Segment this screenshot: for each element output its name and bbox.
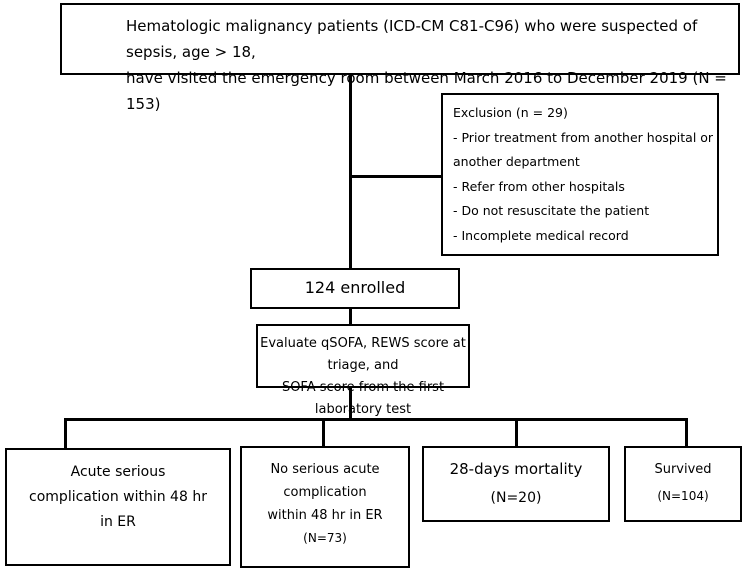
connector-to-exclusion: [350, 175, 441, 178]
outcome-line: within 48 hr in ER: [267, 508, 383, 523]
evaluate-line-2: SOFA score from the first laboratory tes…: [281, 380, 445, 417]
branch-drop-2: [322, 418, 325, 446]
branch-horizontal-line: [64, 418, 687, 421]
outcome-box-survived: Survived (N=104): [624, 446, 742, 522]
enrolled-box: 124 enrolled: [250, 268, 460, 309]
outcome-count: (N=20): [490, 490, 542, 506]
source-line-2: have visited the emergency room between …: [126, 69, 727, 113]
evaluate-line-1: Evaluate qSOFA, REWS score at triage, an…: [260, 336, 466, 373]
exclusion-title: Exclusion (n = 29): [453, 105, 568, 120]
exclusion-item: - Incomplete medical record: [453, 227, 629, 243]
outcome-count: (N=104): [657, 489, 709, 503]
exclusion-item: - Prior treatment from another hospital …: [453, 129, 714, 145]
outcome-line: Survived: [654, 462, 712, 477]
evaluate-box: Evaluate qSOFA, REWS score at triage, an…: [256, 324, 470, 417]
enrolled-label: 124 enrolled: [304, 278, 406, 297]
branch-drop-3: [515, 418, 518, 446]
outcome-line: Acute serious: [70, 464, 166, 480]
outcome-box-acute-complication: Acute serious complication within 48 hr …: [5, 448, 231, 566]
outcome-line: complication: [283, 485, 367, 500]
connector-source-to-enrolled: [349, 75, 352, 268]
outcome-box-mortality: 28-days mortality (N=20): [422, 446, 610, 522]
outcome-box-no-complication: No serious acute complication within 48 …: [240, 446, 410, 568]
exclusion-item: - Refer from other hospitals: [453, 178, 625, 194]
source-line-1: Hematologic malignancy patients (ICD-CM …: [126, 17, 698, 61]
outcome-line: 28-days mortality: [449, 460, 583, 478]
connector-evaluate-to-branch: [349, 388, 352, 419]
outcome-line: in ER: [100, 514, 136, 530]
exclusion-box: Exclusion (n = 29) - Prior treatment fro…: [441, 93, 719, 256]
exclusion-item: another department: [453, 154, 580, 169]
source-population-box: Hematologic malignancy patients (ICD-CM …: [60, 3, 740, 113]
outcome-count: (N=73): [303, 531, 347, 545]
exclusion-item: - Do not resuscitate the patient: [453, 203, 650, 218]
connector-enrolled-to-evaluate: [349, 309, 352, 324]
branch-drop-1: [64, 418, 67, 448]
branch-drop-4: [685, 418, 688, 446]
outcome-line: No serious acute: [270, 462, 380, 477]
outcome-line: complication within 48 hr: [29, 489, 207, 505]
